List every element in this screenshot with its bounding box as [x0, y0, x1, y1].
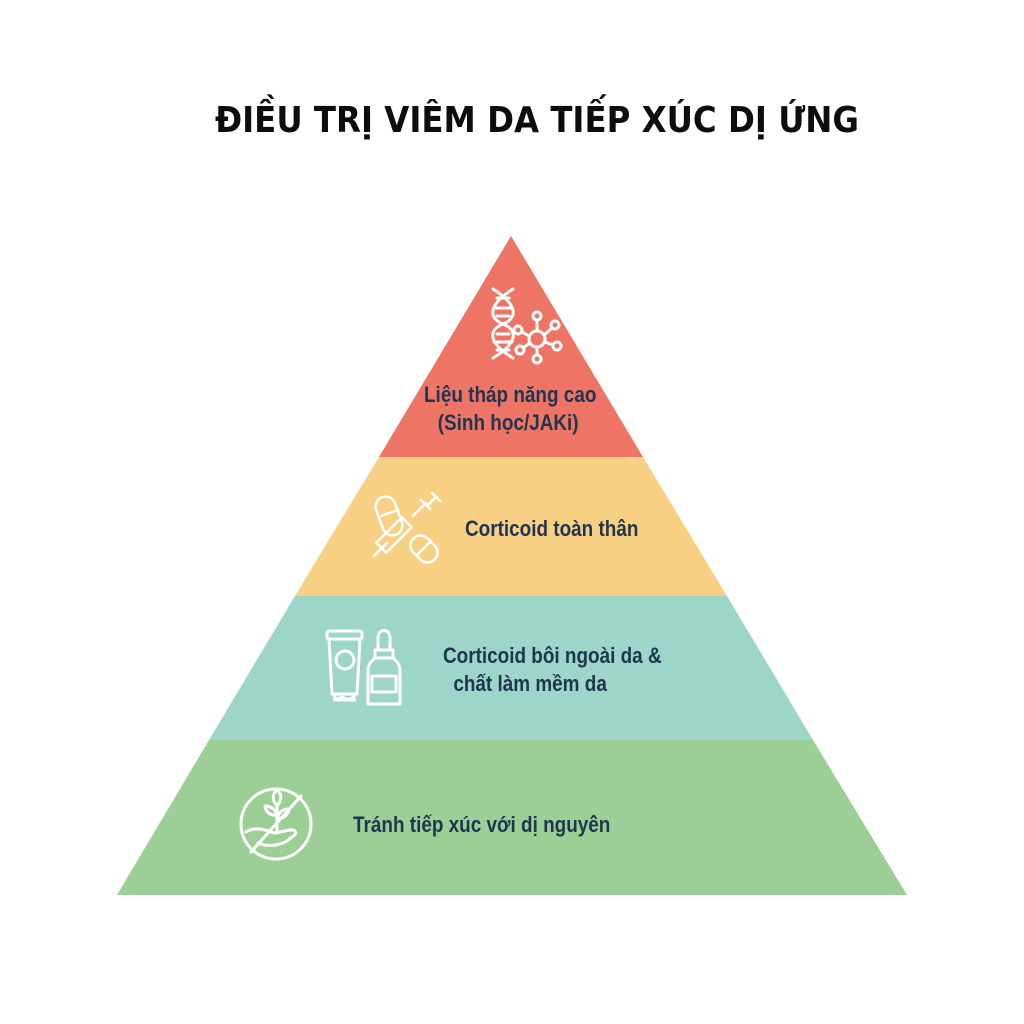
level-4-label: Tránh tiếp xúc với dị nguyên: [353, 811, 610, 839]
pyramid-level-4: [117, 740, 907, 895]
level-3-line-2: chất làm mềm da: [453, 671, 607, 696]
level-3-line-1: Corticoid bôi ngoài da &: [443, 643, 662, 668]
level-2-label: Corticoid toàn thân: [465, 515, 638, 543]
page-title: ĐIỀU TRỊ VIÊM DA TIẾP XÚC DỊ ỨNG: [214, 100, 860, 141]
level-1-line-2: (Sinh học/JAKi): [437, 410, 579, 435]
level-1-line-1: Liệu tháp năng cao: [424, 382, 597, 407]
pill-syringe-icon: [372, 491, 442, 564]
level-4-line-1: Tránh tiếp xúc với dị nguyên: [353, 812, 611, 837]
dna-molecule-icon: [491, 287, 563, 365]
level-3-label: Corticoid bôi ngoài da & chất làm mềm da: [443, 642, 662, 698]
level-1-label: Liệu tháp năng cao (Sinh học/JAKi): [424, 381, 605, 437]
pyramid-level-1: [379, 236, 643, 457]
pyramid-level-2: [295, 457, 727, 596]
no-plant-hand-icon: [239, 787, 313, 861]
cream-tube-dropper-icon: [325, 629, 402, 706]
level-2-line-1: Corticoid toàn thân: [465, 516, 639, 541]
